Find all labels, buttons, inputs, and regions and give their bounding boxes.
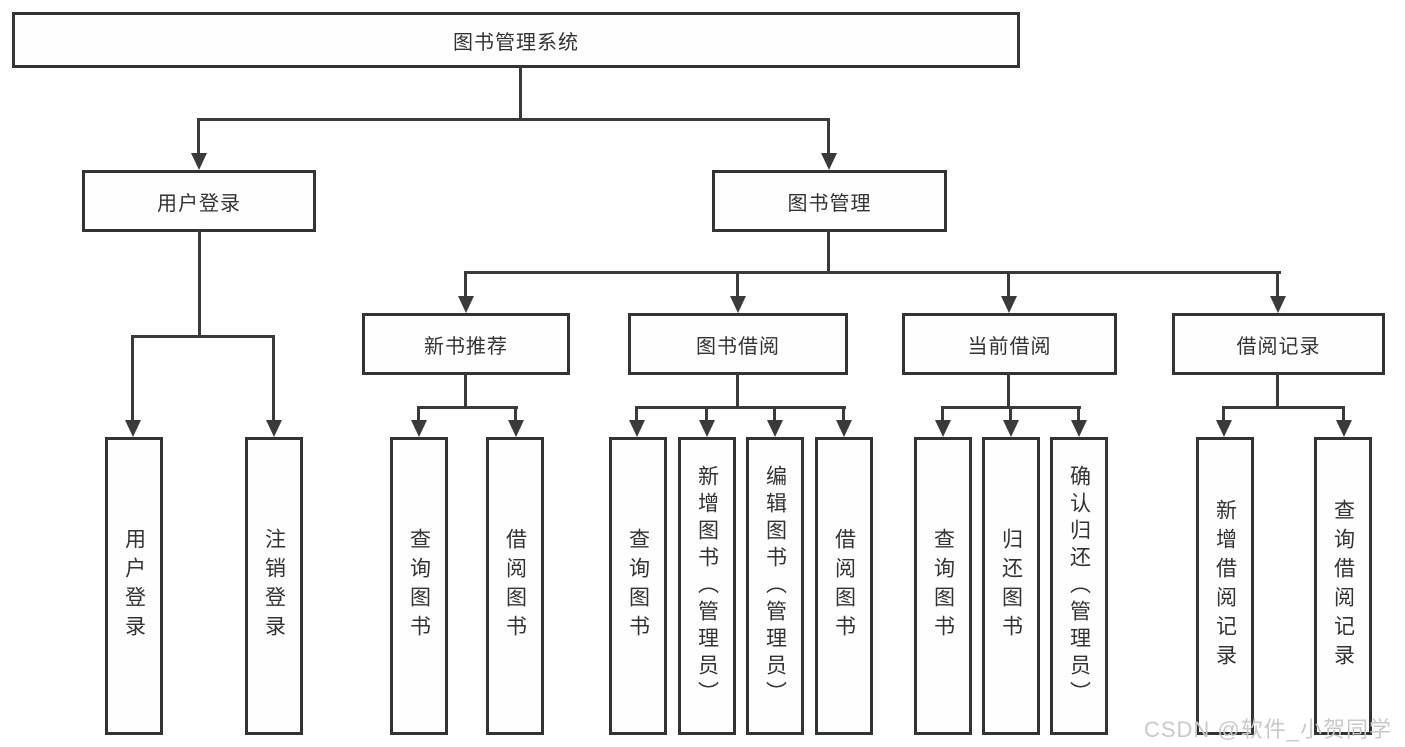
connector-line: [131, 335, 134, 422]
node-new-book-recommend: 新书推荐: [362, 313, 570, 375]
node-user-login: 用户登录: [82, 170, 316, 232]
arrow-head: [699, 420, 715, 437]
leaf-add-books-admin: 新增图书（管理员）: [678, 437, 736, 735]
node-book-borrowing: 图书借阅: [628, 313, 848, 375]
node-root: 图书管理系统: [12, 12, 1020, 68]
arrow-head: [730, 296, 746, 313]
arrow-head: [411, 420, 427, 437]
arrow-head: [125, 420, 141, 437]
arrow-head: [767, 420, 783, 437]
leaf-borrow-books-label: 借阅图书: [832, 528, 856, 644]
leaf-edit-books-admin-label: 编辑图书（管理员）: [763, 464, 787, 708]
connector-line: [198, 230, 201, 337]
connector-line: [514, 406, 517, 422]
leaf-confirm-return-admin: 确认归还（管理员）: [1050, 437, 1108, 735]
leaf-query-books-borrowing-label: 查询图书: [626, 528, 650, 644]
connector-line: [941, 406, 944, 422]
connector-line: [519, 67, 522, 119]
connector-line: [197, 118, 200, 155]
arrow-head: [1071, 420, 1087, 437]
connector-line: [464, 373, 467, 409]
leaf-add-borrow-record: 新增借阅记录: [1196, 437, 1254, 735]
watermark: CSDN @软件_小贺同学: [1143, 717, 1392, 742]
connector-line: [272, 335, 275, 422]
connector-line: [636, 406, 846, 409]
leaf-borrow-books-recommend-label: 借阅图书: [503, 528, 527, 644]
leaf-user-login-label: 用户登录: [122, 528, 146, 644]
node-book-management: 图书管理: [712, 170, 947, 232]
connector-line: [1007, 373, 1010, 409]
leaf-user-login: 用户登录: [105, 437, 163, 735]
connector-line: [1009, 406, 1012, 422]
leaf-query-borrow-record-label: 查询借阅记录: [1331, 499, 1355, 673]
arrow-head: [1003, 420, 1019, 437]
node-borrowing-records-label: 借阅记录: [1236, 335, 1321, 358]
node-user-login-label: 用户登录: [157, 192, 241, 215]
arrow-head: [1216, 420, 1232, 437]
connector-line: [1007, 271, 1010, 299]
connector-line: [705, 406, 708, 422]
leaf-borrow-books: 借阅图书: [815, 437, 873, 735]
connector-line: [198, 118, 830, 121]
node-borrowing-records: 借阅记录: [1172, 313, 1385, 375]
node-current-borrowing-label: 当前借阅: [967, 335, 1052, 358]
connector-line: [464, 271, 467, 299]
leaf-return-books: 归还图书: [982, 437, 1040, 735]
arrow-head: [1336, 420, 1352, 437]
connector-line: [1223, 406, 1345, 409]
connector-line: [1342, 406, 1345, 422]
connector-line: [417, 406, 420, 422]
leaf-query-books-borrowing: 查询图书: [609, 437, 667, 735]
arrow-head: [935, 420, 951, 437]
connector-line: [418, 406, 518, 409]
connector-line: [842, 406, 845, 422]
leaf-return-books-label: 归还图书: [999, 528, 1023, 644]
arrow-head: [508, 420, 524, 437]
node-root-label: 图书管理系统: [453, 31, 579, 54]
connector-line: [827, 118, 830, 155]
leaf-borrow-books-recommend: 借阅图书: [486, 437, 544, 735]
connector-line: [465, 271, 1281, 274]
arrow-head: [458, 296, 474, 313]
arrow-head: [1270, 296, 1286, 313]
leaf-query-books-current: 查询图书: [914, 437, 972, 735]
arrow-head: [629, 420, 645, 437]
leaf-query-books-recommend-label: 查询图书: [407, 528, 431, 644]
node-book-borrowing-label: 图书借阅: [696, 335, 780, 358]
connector-line: [635, 406, 638, 422]
leaf-logout-label: 注销登录: [262, 528, 286, 644]
connector-line: [736, 271, 739, 299]
connector-line: [827, 230, 830, 274]
connector-line: [132, 335, 275, 338]
leaf-query-books-current-label: 查询图书: [931, 528, 955, 644]
node-current-borrowing: 当前借阅: [902, 313, 1117, 375]
connector-line: [736, 373, 739, 409]
leaf-edit-books-admin: 编辑图书（管理员）: [746, 437, 804, 735]
arrow-head: [821, 153, 837, 170]
arrow-head: [266, 420, 282, 437]
arrow-head: [836, 420, 852, 437]
leaf-logout: 注销登录: [245, 437, 303, 735]
connector-line: [1077, 406, 1080, 422]
arrow-head: [1001, 296, 1017, 313]
leaf-query-books-recommend: 查询图书: [390, 437, 448, 735]
connector-line: [1276, 271, 1279, 299]
leaf-add-borrow-record-label: 新增借阅记录: [1213, 499, 1237, 673]
connector-line: [1222, 406, 1225, 422]
leaf-confirm-return-admin-label: 确认归还（管理员）: [1067, 464, 1091, 708]
node-book-management-label: 图书管理: [787, 192, 872, 215]
leaf-query-borrow-record: 查询借阅记录: [1314, 437, 1372, 735]
arrow-head: [191, 153, 207, 170]
connector-line: [1276, 373, 1279, 409]
node-new-book-recommend-label: 新书推荐: [424, 335, 508, 358]
connector-line: [773, 406, 776, 422]
leaf-add-books-admin-label: 新增图书（管理员）: [695, 464, 719, 708]
